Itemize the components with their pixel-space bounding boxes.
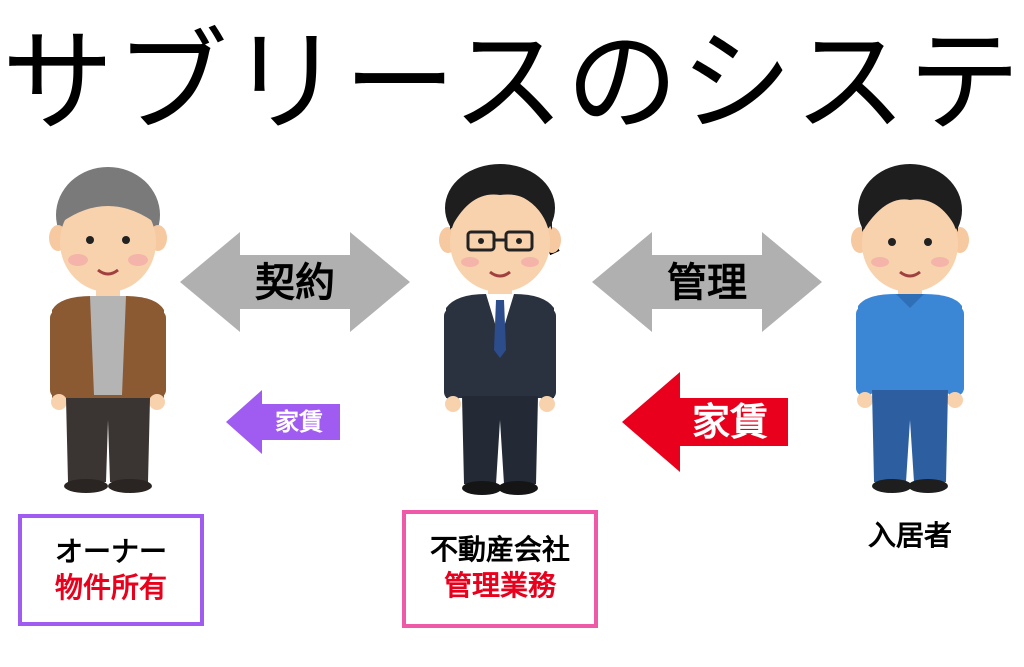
company-box: 不動産会社 管理業務 bbox=[402, 510, 598, 628]
rent-to-owner-label: 家賃 bbox=[275, 408, 323, 436]
rent-to-owner-arrow bbox=[226, 390, 340, 454]
owner-figure bbox=[49, 167, 167, 493]
rent-from-tenant-label: 家賃 bbox=[691, 400, 768, 444]
rent-from-tenant-arrow bbox=[622, 372, 788, 472]
tenant-figure bbox=[851, 164, 969, 493]
management-label: 管理 bbox=[667, 260, 747, 306]
owner-desc: 物件所有 bbox=[54, 571, 167, 604]
company-role: 不動産会社 bbox=[429, 533, 570, 566]
contract-double-arrow bbox=[180, 232, 410, 332]
management-double-arrow bbox=[592, 232, 822, 332]
company-desc: 管理業務 bbox=[443, 569, 556, 602]
owner-role: オーナー bbox=[54, 535, 167, 568]
owner-box: オーナー 物件所有 bbox=[18, 514, 204, 626]
company-figure bbox=[439, 164, 561, 495]
tenant-label: 入居者 bbox=[867, 519, 952, 552]
contract-label: 契約 bbox=[255, 260, 335, 306]
